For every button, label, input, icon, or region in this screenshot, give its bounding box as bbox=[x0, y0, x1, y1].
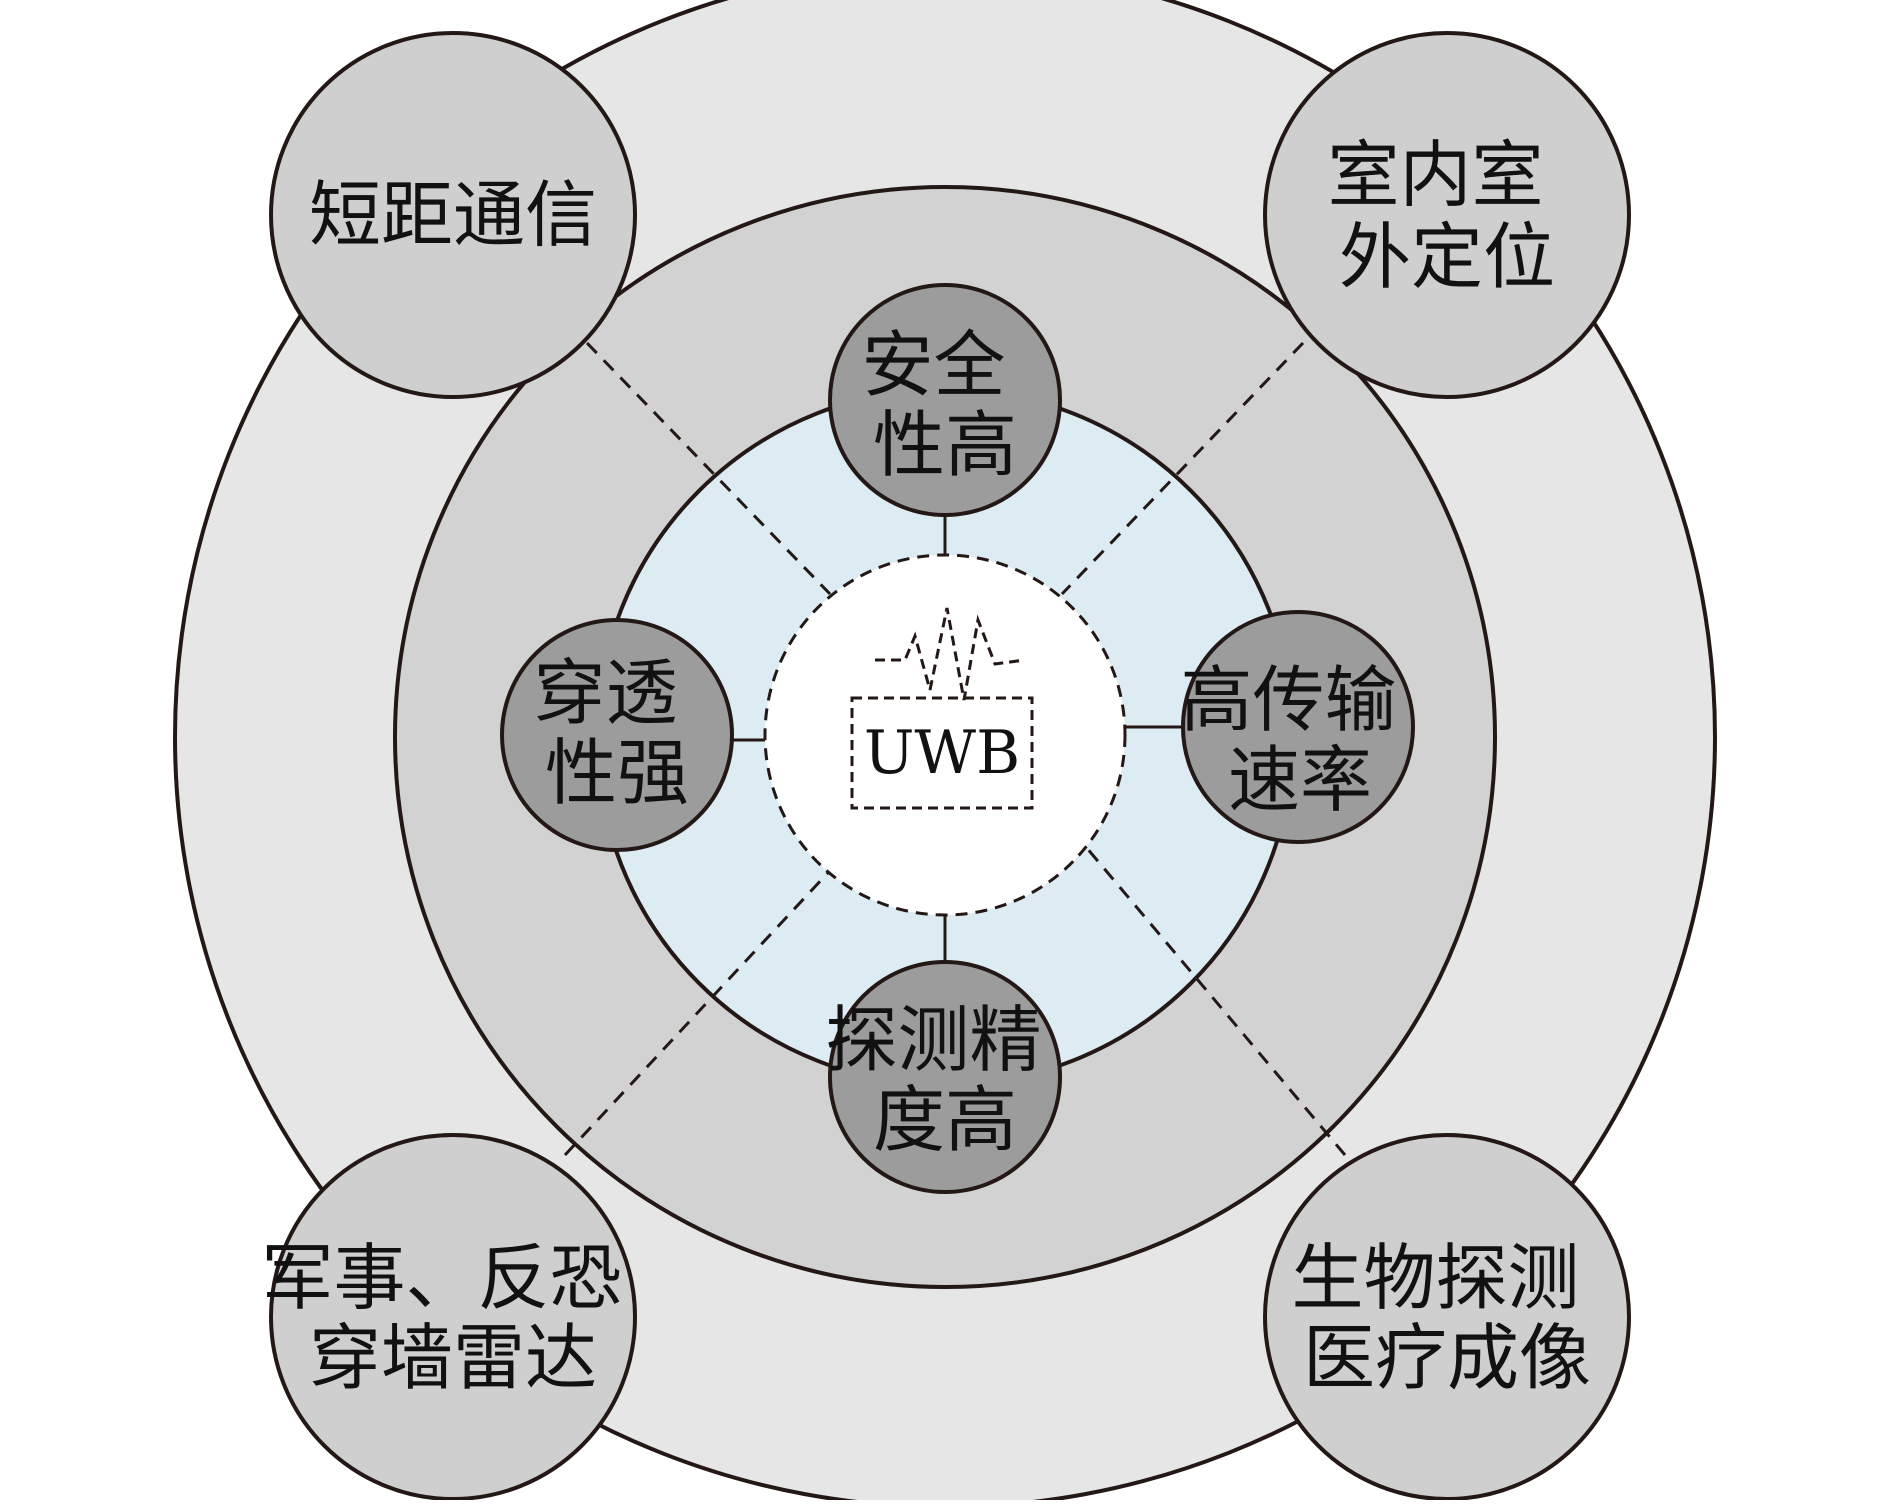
uwb-label: UWB bbox=[864, 718, 1020, 788]
svg-text:室内室 外定位: 室内室 外定位 bbox=[1328, 133, 1567, 299]
svg-text:生物探测 医疗成像: 生物探测 医疗成像 bbox=[1292, 1236, 1603, 1400]
svg-text:探测精 度高: 探测精 度高 bbox=[826, 998, 1065, 1162]
application-radar-line1: 军事、反恐 bbox=[262, 1236, 622, 1320]
property-node-transmission-rate: 高传输 速率 bbox=[1181, 610, 1420, 844]
application-short-range-line1: 短距通信 bbox=[309, 173, 597, 257]
svg-text:安全 性高: 安全 性高 bbox=[862, 323, 1029, 487]
svg-text:高传输 速率: 高传输 速率 bbox=[1181, 658, 1420, 822]
svg-text:穿透 性强: 穿透 性强 bbox=[534, 651, 701, 815]
property-accuracy-line1: 探测精 bbox=[826, 998, 1042, 1082]
divider-top-left bbox=[585, 341, 832, 596]
svg-text:军事、反恐 穿墙雷达: 军事、反恐 穿墙雷达 bbox=[262, 1236, 645, 1400]
property-penetration-line2: 性强 bbox=[545, 731, 689, 815]
divider-bottom-left bbox=[563, 860, 840, 1157]
application-node-medical-imaging: 生物探测 医疗成像 bbox=[1263, 1133, 1631, 1501]
property-penetration-line1: 穿透 bbox=[534, 651, 678, 735]
property-rate-line2: 速率 bbox=[1228, 738, 1372, 822]
property-accuracy-line2: 度高 bbox=[873, 1078, 1017, 1162]
svg-text:短距通信: 短距通信 bbox=[309, 173, 597, 257]
property-node-detection-accuracy: 探测精 度高 bbox=[826, 960, 1065, 1194]
application-node-positioning: 室内室 外定位 bbox=[1263, 31, 1631, 399]
waveform-icon bbox=[875, 607, 1026, 701]
application-positioning-line1: 室内室 bbox=[1328, 133, 1544, 217]
property-rate-line1: 高传输 bbox=[1181, 658, 1397, 742]
property-security-line2: 性高 bbox=[873, 403, 1017, 487]
property-security-line1: 安全 bbox=[862, 323, 1006, 407]
application-medical-line1: 生物探测 bbox=[1292, 1236, 1580, 1320]
application-positioning-line2: 外定位 bbox=[1339, 215, 1555, 299]
divider-bottom-right bbox=[1084, 846, 1347, 1156]
property-node-security: 安全 性高 bbox=[828, 283, 1062, 517]
application-medical-line2: 医疗成像 bbox=[1303, 1316, 1591, 1400]
application-radar-line2: 穿墙雷达 bbox=[309, 1316, 597, 1400]
application-node-short-range-communication: 短距通信 bbox=[269, 31, 637, 399]
application-node-through-wall-radar: 军事、反恐 穿墙雷达 bbox=[262, 1133, 645, 1501]
property-node-penetration: 穿透 性强 bbox=[500, 618, 734, 852]
uwb-label-box bbox=[850, 696, 1034, 810]
divider-top-right bbox=[1060, 341, 1305, 596]
